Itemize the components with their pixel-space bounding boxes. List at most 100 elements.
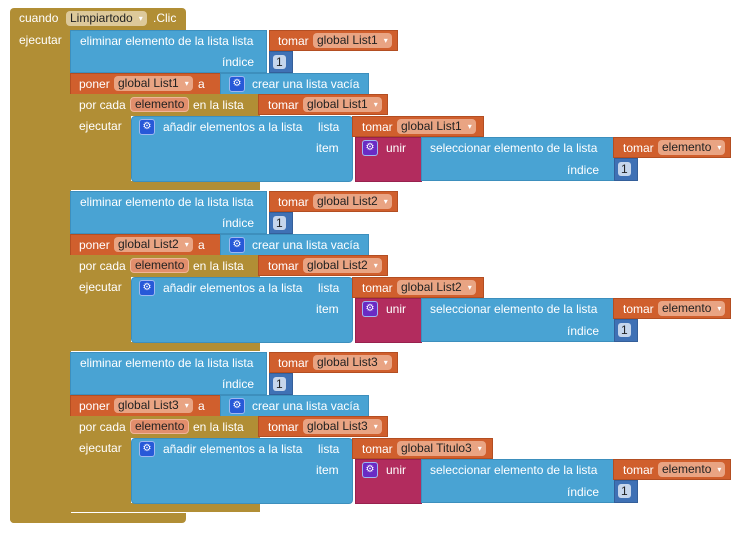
get-label: tomar <box>362 120 393 134</box>
set-variable-dropdown[interactable]: global List3 <box>114 398 193 413</box>
add-items-to-list-block[interactable] <box>131 438 353 504</box>
select-list-item-label: seleccionar elemento de la lista <box>430 141 598 155</box>
create-empty-list-label: crear una lista vacía <box>252 399 360 413</box>
for-each-block-footer <box>70 503 260 512</box>
to-label: a <box>198 399 205 413</box>
for-each-block-body <box>70 276 131 351</box>
join-label: unir <box>386 302 407 316</box>
select-list-item-block[interactable] <box>421 298 615 342</box>
gear-icon[interactable]: ⚙ <box>229 237 245 253</box>
remove-list-item-label: eliminar elemento de la lista lista <box>80 34 254 48</box>
number-value[interactable]: 1 <box>618 323 631 337</box>
gear-icon[interactable]: ⚙ <box>362 301 378 317</box>
select-list-item-label: seleccionar elemento de la lista <box>430 463 598 477</box>
for-each-block-body <box>70 115 131 190</box>
item-label: item <box>316 141 339 155</box>
number-value[interactable]: 1 <box>618 484 631 498</box>
number-value[interactable]: 1 <box>618 162 631 176</box>
remove-list-item-block[interactable] <box>70 191 267 234</box>
select-list-item-label: seleccionar elemento de la lista <box>430 302 598 316</box>
do-label: ejecutar <box>79 119 122 133</box>
set-variable-dropdown[interactable]: global List1 <box>114 76 193 91</box>
loop-list-dropdown[interactable]: global List2 <box>303 258 382 273</box>
variable-dropdown[interactable]: global List2 <box>313 194 392 209</box>
event-name: .Clic <box>153 11 177 25</box>
list-label: lista <box>318 281 340 295</box>
remove-list-item-label: eliminar elemento de la lista lista <box>80 356 254 370</box>
gear-icon[interactable]: ⚙ <box>229 398 245 414</box>
index-label: índice <box>222 55 255 69</box>
variable-dropdown[interactable]: global List3 <box>313 355 392 370</box>
create-empty-list-label: crear una lista vacía <box>252 77 360 91</box>
list-label: lista <box>318 120 340 134</box>
join-label: unir <box>386 141 407 155</box>
variable-dropdown[interactable]: global List1 <box>313 33 392 48</box>
add-items-label: añadir elementos a la lista <box>163 281 303 295</box>
get-label: tomar <box>268 420 299 434</box>
index-label: índice <box>222 216 255 230</box>
to-label: a <box>198 238 205 252</box>
remove-list-item-label: eliminar elemento de la lista lista <box>80 195 254 209</box>
loop-list-dropdown[interactable]: global List1 <box>303 97 382 112</box>
do-label: ejecutar <box>79 441 122 455</box>
gear-icon[interactable]: ⚙ <box>139 441 155 457</box>
for-each-block-footer <box>70 181 260 190</box>
number-value[interactable]: 1 <box>273 55 286 69</box>
number-value[interactable]: 1 <box>273 377 286 391</box>
select-list-item-block[interactable] <box>421 459 615 503</box>
index-label: índice <box>567 324 600 338</box>
add-items-to-list-block[interactable] <box>131 116 353 182</box>
get-label: tomar <box>623 302 654 316</box>
select-list-item-block[interactable] <box>421 137 615 181</box>
for-each-block-body <box>70 437 131 512</box>
index-label: índice <box>222 377 255 391</box>
get-label: tomar <box>362 442 393 456</box>
to-label: a <box>198 77 205 91</box>
gear-icon[interactable]: ⚙ <box>139 119 155 135</box>
set-variable-dropdown[interactable]: global List2 <box>114 237 193 252</box>
add-items-label: añadir elementos a la lista <box>163 442 303 456</box>
loop-variable-name[interactable]: elemento <box>130 258 190 273</box>
component-dropdown[interactable]: Limpiartodo <box>66 11 147 26</box>
loop-variable-name[interactable]: elemento <box>130 97 190 112</box>
set-label: poner <box>79 399 110 413</box>
gear-icon[interactable]: ⚙ <box>362 462 378 478</box>
get-label: tomar <box>278 195 309 209</box>
loop-variable-name[interactable]: elemento <box>130 419 190 434</box>
event-block-body <box>10 29 71 523</box>
for-each-label: por cada <box>79 259 126 273</box>
item-label: item <box>316 302 339 316</box>
loop-list-dropdown[interactable]: global List3 <box>303 419 382 434</box>
gear-icon[interactable]: ⚙ <box>139 280 155 296</box>
do-label: ejecutar <box>79 280 122 294</box>
number-value[interactable]: 1 <box>273 216 286 230</box>
add-list-dropdown[interactable]: global List2 <box>397 280 476 295</box>
gear-icon[interactable]: ⚙ <box>362 140 378 156</box>
create-empty-list-label: crear una lista vacía <box>252 238 360 252</box>
get-label: tomar <box>268 259 299 273</box>
add-list-dropdown[interactable]: global Titulo3 <box>397 441 486 456</box>
get-label: tomar <box>623 463 654 477</box>
element-dropdown[interactable]: elemento <box>658 140 726 155</box>
index-label: índice <box>567 485 600 499</box>
get-label: tomar <box>623 141 654 155</box>
element-dropdown[interactable]: elemento <box>658 301 726 316</box>
remove-list-item-block[interactable] <box>70 30 267 73</box>
add-items-to-list-block[interactable] <box>131 277 353 343</box>
for-each-label: por cada <box>79 420 126 434</box>
element-dropdown[interactable]: elemento <box>658 462 726 477</box>
set-label: poner <box>79 77 110 91</box>
in-list-label: en la lista <box>193 259 244 273</box>
remove-list-item-block[interactable] <box>70 352 267 395</box>
set-label: poner <box>79 238 110 252</box>
add-list-dropdown[interactable]: global List1 <box>397 119 476 134</box>
join-label: unir <box>386 463 407 477</box>
get-label: tomar <box>278 356 309 370</box>
gear-icon[interactable]: ⚙ <box>229 76 245 92</box>
do-label: ejecutar <box>19 33 62 47</box>
get-label: tomar <box>278 34 309 48</box>
get-label: tomar <box>268 98 299 112</box>
index-label: índice <box>567 163 600 177</box>
for-each-block-footer <box>70 342 260 351</box>
event-block-footer <box>10 513 186 523</box>
